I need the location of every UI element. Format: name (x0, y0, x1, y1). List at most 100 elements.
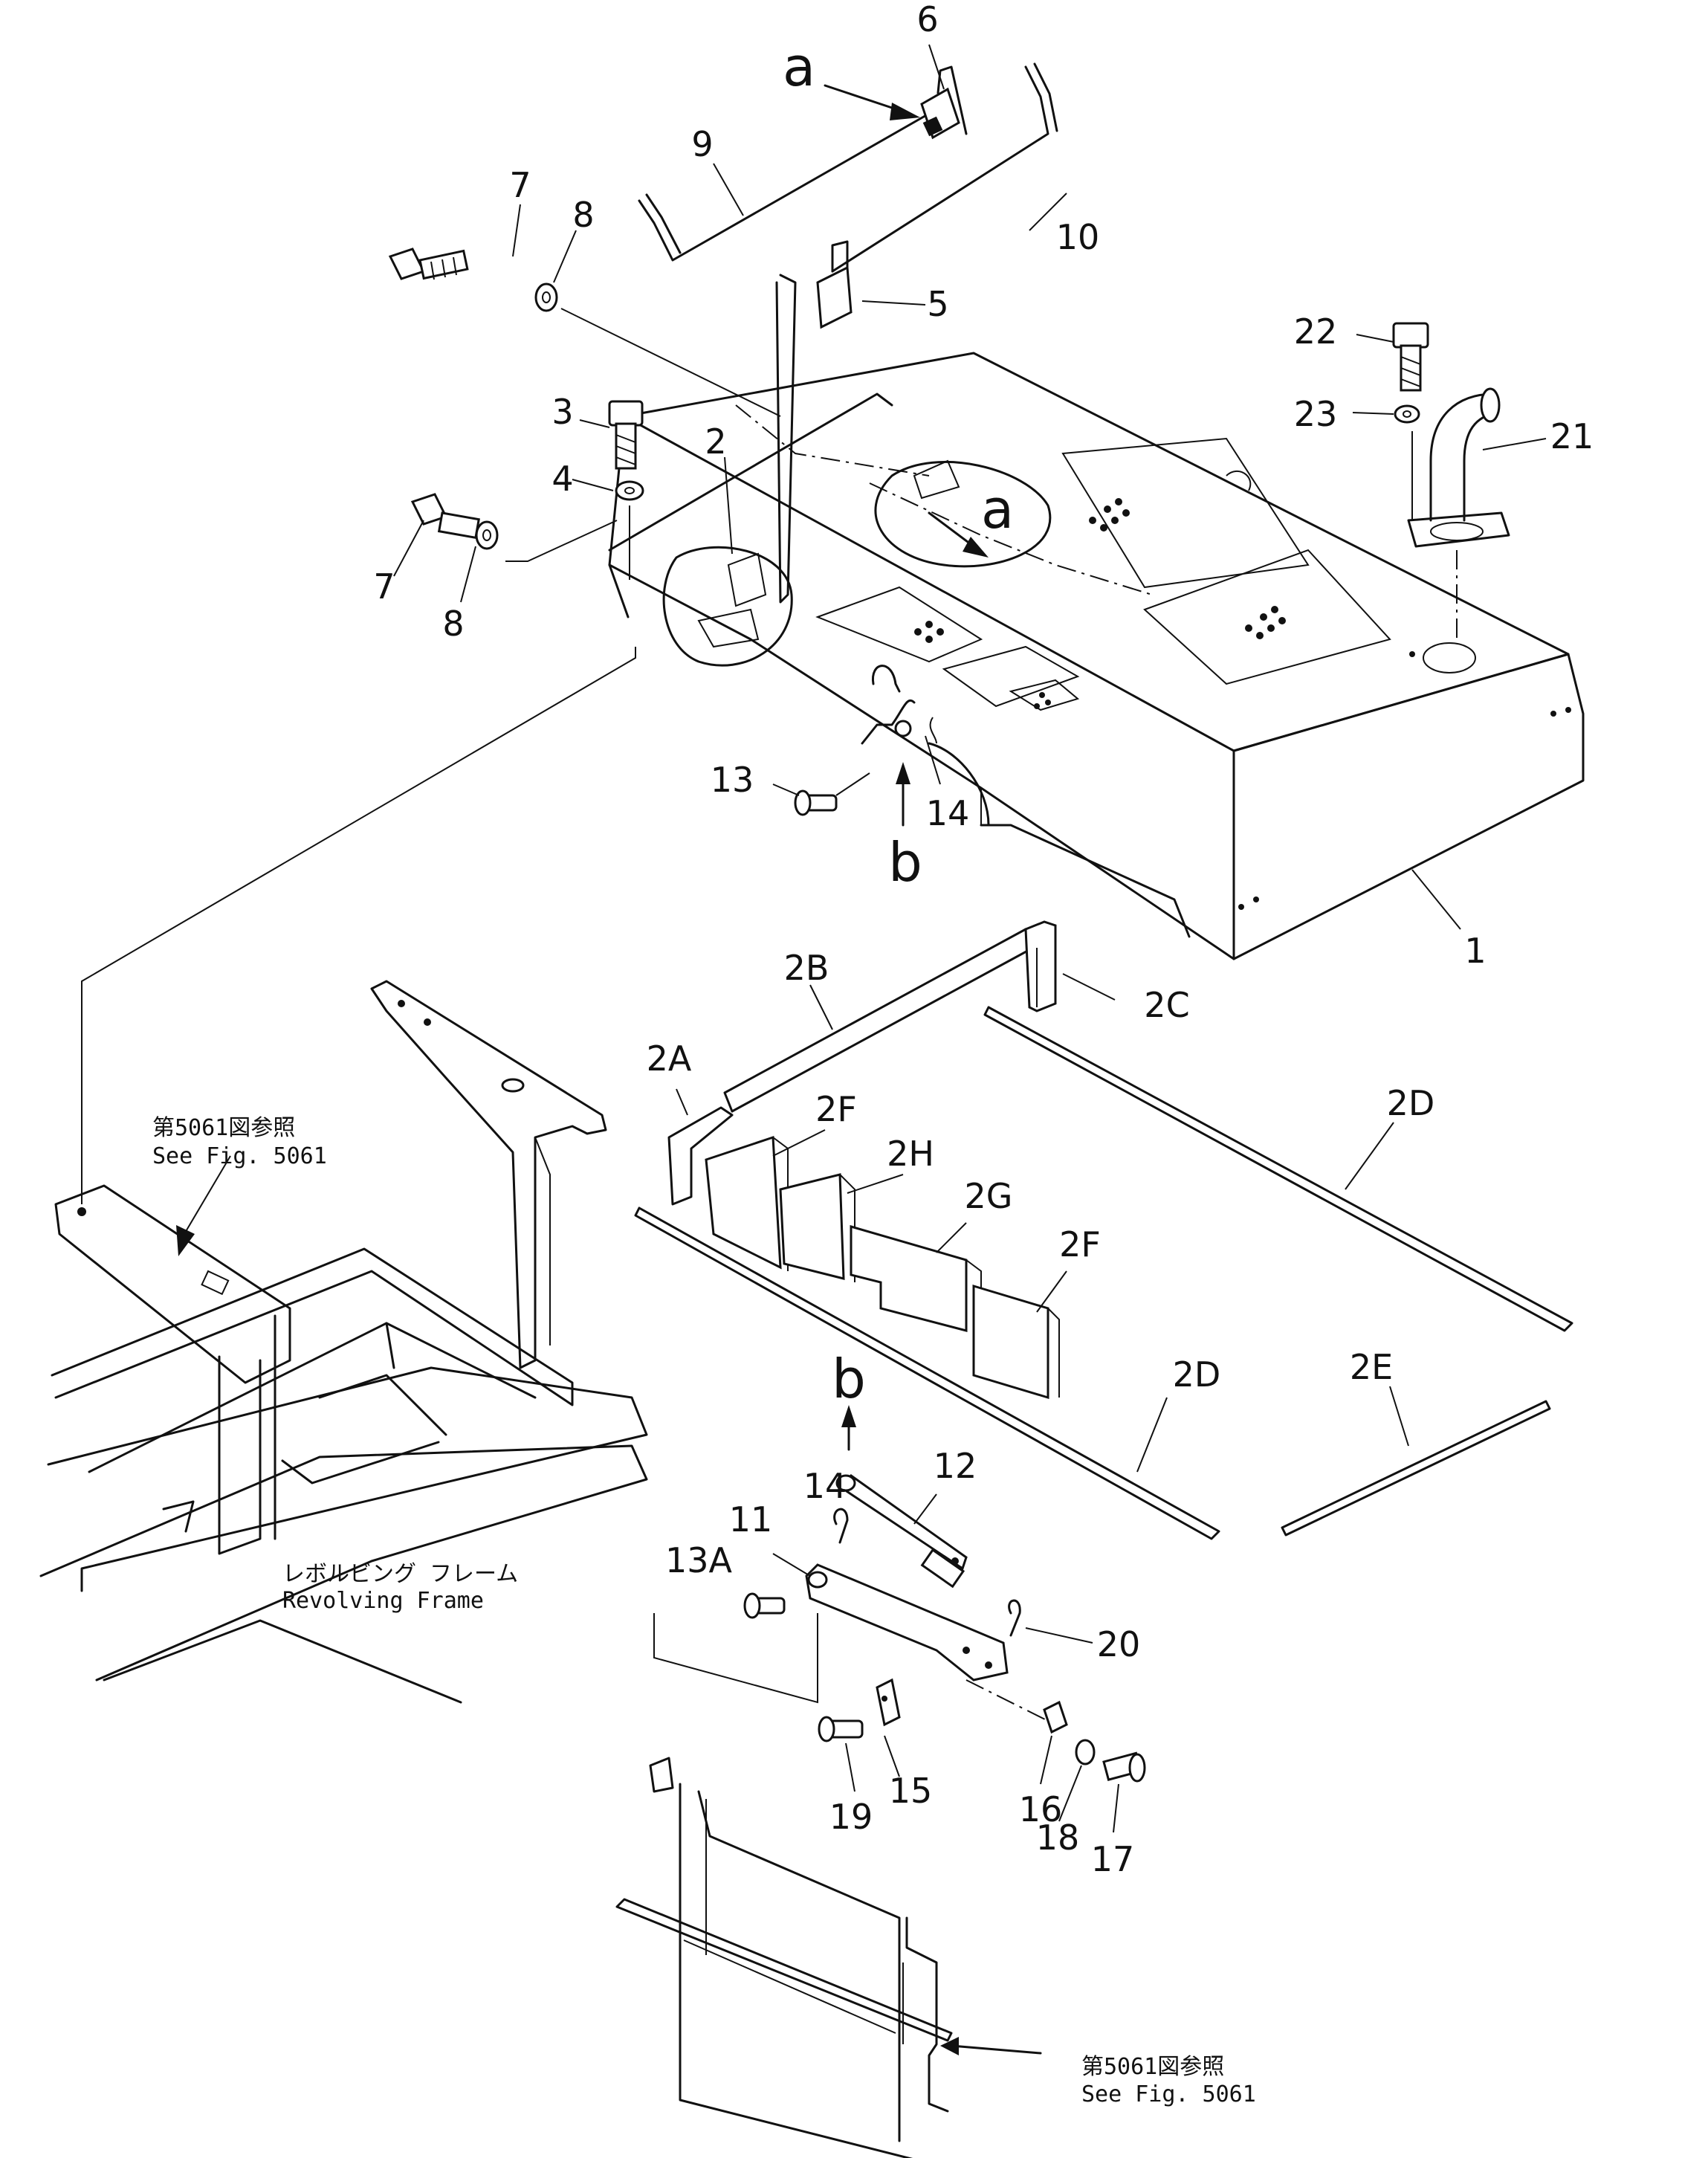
pin-part-14-lower (833, 1508, 849, 1544)
cover-part-1 (608, 352, 1585, 960)
rod-part-9 (638, 110, 934, 262)
pin-part-13 (794, 789, 838, 816)
exhaust-pipe-part-21 (1407, 387, 1510, 639)
washer-part-8-upper (534, 282, 558, 312)
label-17: 17 (1091, 1839, 1135, 1879)
label-14-lower: 14 (803, 1466, 847, 1506)
latch-upper (861, 665, 990, 827)
note-ref-left-jp: 第5061図参照 (152, 1115, 295, 1141)
label-21: 21 (1550, 416, 1594, 456)
label-2B: 2B (784, 948, 829, 988)
clip-part-15 (876, 1678, 901, 1727)
bolt-part-17 (1102, 1751, 1146, 1783)
label-16: 16 (1019, 1789, 1063, 1829)
leader-lines (393, 44, 1547, 1833)
label-23: 23 (1294, 394, 1338, 434)
view-arrow-b-top (896, 762, 910, 827)
label-2F-right: 2F (1059, 1224, 1101, 1264)
label-18: 18 (1036, 1818, 1080, 1858)
label-2H: 2H (887, 1134, 934, 1174)
door-panel (615, 1613, 1042, 2158)
washer-part-18 (1075, 1739, 1096, 1766)
label-22: 22 (1294, 311, 1338, 352)
pin-part-19 (818, 1716, 864, 1742)
note-frame-en: Revolving Frame (282, 1588, 484, 1614)
label-12: 12 (934, 1446, 977, 1486)
label-14-upper: 14 (926, 793, 970, 833)
label-2D-upper: 2D (1387, 1083, 1435, 1123)
label-10: 10 (1056, 217, 1100, 257)
label-13A: 13A (665, 1540, 733, 1580)
part-labels: 6 9 10 5 7 8 3 4 2 7 8 13 14 1 21 22 23 … (373, 0, 1594, 1879)
label-20: 20 (1097, 1624, 1141, 1664)
view-mark-b-top: b (888, 831, 922, 894)
guide-latch (735, 404, 930, 476)
label-4: 4 (551, 459, 573, 499)
label-3: 3 (551, 392, 573, 432)
leader-pin-13 (835, 772, 870, 796)
label-15: 15 (889, 1771, 933, 1811)
label-2C: 2C (1144, 985, 1189, 1025)
view-arrow-a-detail (928, 511, 989, 558)
view-arrow-b-bottom (841, 1405, 856, 1451)
bolt-part-3 (608, 400, 644, 470)
label-8-lower: 8 (442, 604, 464, 644)
seal-part-2A (667, 1106, 734, 1206)
label-19: 19 (829, 1797, 873, 1837)
view-mark-a-detail: a (981, 478, 1014, 540)
seal-part-2H (779, 1173, 855, 1282)
nut-part-16 (1043, 1700, 1068, 1734)
label-7-upper: 7 (509, 165, 531, 205)
label-2E: 2E (1350, 1347, 1393, 1387)
view-marks: a a b b (783, 36, 1014, 1410)
label-2G: 2G (965, 1176, 1013, 1216)
seal-part-2C (1024, 920, 1057, 1012)
pin-part-20 (1008, 1599, 1021, 1637)
view-mark-a-top: a (783, 36, 815, 98)
rod-part-12 (835, 1474, 968, 1589)
stay-rod (775, 274, 797, 604)
seal-part-2D-upper (983, 1006, 1573, 1332)
bolt-part-7-upper (388, 248, 469, 280)
label-2: 2 (705, 421, 726, 462)
guide-plate (869, 482, 1153, 595)
leader-bolt-7-upper (560, 308, 781, 417)
seal-part-2B (723, 928, 1035, 1113)
lever-part-11 (805, 1563, 1009, 1682)
label-2F-left: 2F (815, 1089, 857, 1129)
label-2A: 2A (647, 1038, 692, 1079)
revolving-frame (39, 647, 648, 1704)
guide-lower-latch (965, 1679, 1049, 1722)
pin-part-13A (743, 1592, 786, 1619)
label-11: 11 (729, 1499, 773, 1540)
seal-part-2E (1281, 1400, 1551, 1537)
view-mark-b-bottom: b (832, 1348, 866, 1410)
bolt-part-7-lower (410, 493, 480, 540)
label-1: 1 (1464, 931, 1486, 971)
seal-part-2G (850, 1225, 982, 1334)
note-ref-right-en: See Fig. 5061 (1081, 2081, 1256, 2107)
rod-part-10 (831, 62, 1058, 273)
seal-part-2D-lower (634, 1206, 1220, 1540)
note-ref-left-en: See Fig. 5061 (152, 1143, 327, 1169)
label-6: 6 (916, 0, 938, 39)
label-5: 5 (927, 284, 948, 324)
label-7-lower: 7 (373, 566, 395, 607)
label-9: 9 (691, 124, 713, 164)
reference-notes: 第5061図参照 See Fig. 5061 レボルビング フレーム Revol… (152, 1115, 1256, 2107)
washer-part-23 (1394, 404, 1420, 424)
washer-part-8-lower (475, 520, 499, 550)
bolt-part-22 (1392, 322, 1429, 392)
washer-part-4 (615, 480, 644, 501)
label-2D-lower: 2D (1173, 1354, 1221, 1395)
label-8-upper: 8 (572, 195, 594, 235)
seal-part-2F-right (972, 1284, 1060, 1400)
bracket-part-5 (816, 240, 853, 329)
note-frame-jp: レボルビング フレーム (282, 1561, 518, 1587)
leader-bolt-7-lower (505, 520, 618, 562)
bracket-part-6 (920, 65, 968, 140)
note-ref-right-jp: 第5061図参照 (1081, 2054, 1224, 2080)
view-arrow-a-top (824, 84, 920, 120)
label-13: 13 (711, 760, 754, 800)
